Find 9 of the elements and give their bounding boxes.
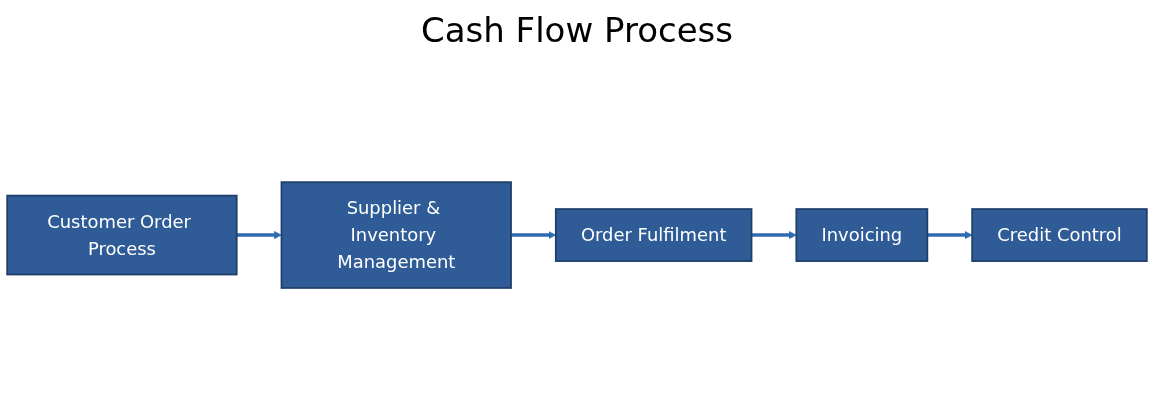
node-box: Credit Control: [971, 208, 1148, 262]
arrow: [751, 231, 797, 239]
node-box: Customer Order Process: [6, 194, 238, 276]
diagram-title: Cash Flow Process: [419, 10, 734, 52]
node-box: Invoicing: [795, 208, 929, 262]
arrow: [927, 231, 973, 239]
node-box: Supplier & Inventory Management: [280, 181, 512, 289]
node-box: Order Fulfilment: [554, 208, 753, 262]
arrow: [236, 231, 282, 239]
